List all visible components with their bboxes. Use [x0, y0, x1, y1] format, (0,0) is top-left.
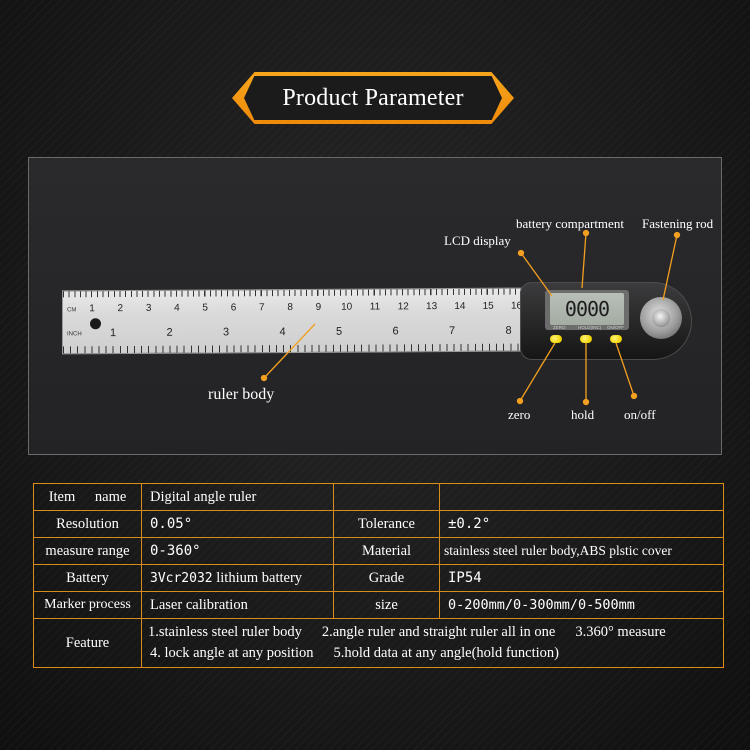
- zero-label: zero: [508, 407, 531, 422]
- grade-value: IP54: [439, 564, 724, 592]
- zero-button: [550, 335, 562, 343]
- inch-number: 2: [166, 326, 173, 339]
- cm-number: 3: [145, 302, 152, 314]
- feature-label: Feature: [33, 618, 142, 668]
- cm-number: 9: [315, 301, 322, 313]
- cm-number: 6: [230, 302, 237, 314]
- item-name-value: Digital angle ruler: [150, 488, 257, 505]
- onoff-label: on/off: [624, 407, 656, 422]
- battery-label: Battery: [33, 564, 142, 592]
- inch-number: 5: [335, 325, 343, 338]
- ruler-blade: CM INCH 1234567891011121314151617181920 …: [62, 287, 635, 355]
- zero-button-label: ZERO: [553, 325, 566, 330]
- measure-range-value: 0-360°: [141, 537, 334, 565]
- feature-item: 5.hold data at any angle(hold function): [333, 645, 560, 661]
- cm-number: 12: [397, 301, 409, 313]
- ruler-body-label: ruler body: [208, 386, 275, 403]
- fastening-rod-label: Fastening rod: [642, 216, 714, 231]
- cm-number: 8: [287, 302, 293, 314]
- cm-number: 13: [426, 301, 438, 313]
- feature-item: 1.stainless steel ruler body: [148, 624, 302, 640]
- material-label: Material: [333, 537, 440, 565]
- grade-label: Grade: [333, 564, 440, 592]
- lcd-readout: 0000: [564, 297, 610, 321]
- cm-number: 7: [259, 302, 265, 314]
- cm-number: 11: [369, 301, 381, 313]
- hold-button: [580, 335, 592, 343]
- cm-scale-ticks: [63, 288, 523, 298]
- lcd-display: 0000: [550, 293, 624, 325]
- battery-compartment-label: battery compartment: [516, 216, 624, 231]
- page-title: Product Parameter: [282, 84, 464, 111]
- ruler-hole: [90, 318, 101, 330]
- marker-process-value: Laser calibration: [141, 591, 334, 619]
- onoff-button: [610, 335, 622, 343]
- cm-number: 1: [89, 303, 95, 315]
- spec-table: Item name Digital angle ruler Resolution…: [33, 483, 724, 668]
- battery-model: 3Vcr2032: [150, 570, 213, 586]
- tolerance-value: ±0.2°: [439, 510, 724, 538]
- inch-unit-label: INCH: [67, 331, 82, 338]
- inch-number: 1: [109, 327, 117, 340]
- cm-number: 4: [174, 302, 180, 314]
- resolution-label: Resolution: [33, 510, 142, 538]
- cm-unit-label: CM: [67, 307, 77, 314]
- size-value: 0-200mm/0-300mm/0-500mm: [439, 591, 724, 619]
- inch-number: 4: [279, 326, 286, 339]
- title-banner-inner: Product Parameter: [244, 76, 502, 120]
- onoff-button-label: ON/OFF: [607, 325, 624, 330]
- item-name-label-cell: Item name: [33, 483, 142, 511]
- table-row: Resolution 0.05° Tolerance ±0.2°: [33, 510, 724, 538]
- empty-cell: [439, 483, 724, 511]
- cm-number: 2: [117, 303, 124, 315]
- item-label: Item: [48, 488, 76, 505]
- cm-number: 15: [482, 300, 494, 312]
- inch-scale-ticks: [63, 343, 523, 354]
- inch-number: 3: [222, 326, 230, 339]
- fastening-rod-screw: [652, 309, 670, 327]
- feature-line-1: 1.stainless steel ruler body 2.angle rul…: [143, 622, 723, 643]
- feature-item: 4. lock angle at any position: [150, 645, 314, 661]
- feature-value-cell: 1.stainless steel ruler body 2.angle rul…: [141, 618, 724, 668]
- cm-number: 5: [202, 302, 208, 314]
- size-label: size: [333, 591, 440, 619]
- battery-type: lithium battery: [216, 569, 303, 586]
- name-label: name: [94, 488, 127, 505]
- hold-label: hold: [571, 407, 595, 422]
- item-name-value-cell: Digital angle ruler: [141, 483, 334, 511]
- tolerance-label: Tolerance: [333, 510, 440, 538]
- feature-item: 2.angle ruler and straight ruler all in …: [321, 624, 556, 640]
- inch-number: 7: [448, 325, 456, 338]
- resolution-value: 0.05°: [141, 510, 334, 538]
- measure-range-label: measure range: [33, 537, 142, 565]
- table-row: Feature 1.stainless steel ruler body 2.a…: [33, 618, 724, 668]
- table-row: Battery 3Vcr2032 lithium battery Grade I…: [33, 564, 724, 592]
- hold-button-label: HOLD(INC): [578, 325, 602, 330]
- feature-line-2: 4. lock angle at any position 5.hold dat…: [143, 643, 723, 664]
- inch-number: 6: [392, 325, 399, 338]
- empty-cell: [333, 483, 440, 511]
- table-row: Item name Digital angle ruler: [33, 483, 724, 511]
- table-row: measure range 0-360° Material stainless …: [33, 537, 724, 565]
- inch-number: 8: [505, 324, 512, 337]
- cm-number: 10: [341, 301, 353, 313]
- lcd-display-label: LCD display: [444, 233, 511, 248]
- battery-value-cell: 3Vcr2032 lithium battery: [141, 564, 334, 592]
- title-banner: Product Parameter: [232, 72, 514, 124]
- cm-number: 14: [454, 300, 466, 313]
- table-row: Marker process Laser calibration size 0-…: [33, 591, 724, 619]
- material-value: stainless steel ruler body,ABS plstic co…: [439, 537, 724, 565]
- feature-item: 3.360° measure: [575, 624, 666, 640]
- marker-process-label: Marker process: [33, 591, 142, 619]
